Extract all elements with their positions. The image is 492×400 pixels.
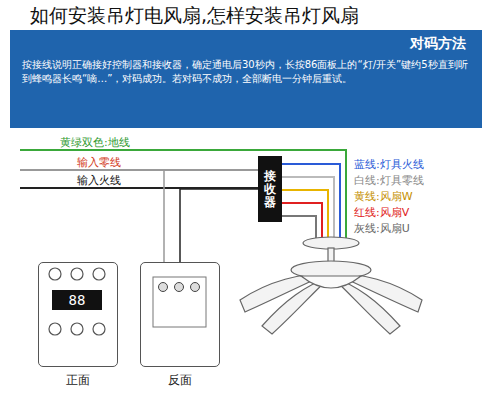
touch-button bbox=[49, 323, 61, 335]
mount-frame bbox=[153, 277, 206, 327]
terminal-screw bbox=[159, 283, 168, 292]
touch-button bbox=[93, 323, 105, 335]
yellow-wire bbox=[282, 190, 328, 238]
wire-label: 蓝线:灯具火线 bbox=[352, 158, 426, 171]
ceiling-fan bbox=[240, 237, 422, 334]
terminal-block bbox=[141, 263, 218, 344]
panel-back: 反面 bbox=[140, 262, 220, 367]
band-heading: 对码方法 bbox=[10, 30, 482, 56]
red-wire bbox=[282, 203, 322, 238]
touch-button bbox=[71, 268, 83, 280]
touch-button bbox=[71, 323, 83, 335]
terminal-screw bbox=[191, 283, 200, 292]
panel-connector bbox=[180, 189, 258, 262]
panel-wire bbox=[163, 170, 165, 262]
white-wire bbox=[282, 177, 334, 238]
band-body: 按接线说明正确接好控制器和接收器，确定通电后30秒内，长按86面板上的“灯/开关… bbox=[10, 56, 482, 92]
touch-button bbox=[49, 268, 61, 280]
wire-label: 红线:风扇V bbox=[352, 206, 411, 219]
panel-front: 88正面 bbox=[38, 262, 118, 367]
earth-wire bbox=[20, 150, 346, 238]
display-digits: 88 bbox=[52, 290, 102, 310]
instruction-band: 对码方法按接线说明正确接好控制器和接收器，确定通电后30秒内，长按86面板上的“… bbox=[10, 30, 482, 128]
wire-label: 输入零线 bbox=[75, 156, 123, 169]
terminal-screw bbox=[175, 283, 184, 292]
page-title: 如何安装吊灯电风扇,怎样安装吊灯风扇 bbox=[28, 3, 361, 27]
wire-label: 输入火线 bbox=[75, 174, 123, 187]
grey-wire bbox=[282, 216, 316, 238]
panel-caption: 反面 bbox=[141, 372, 219, 389]
neutral-wire bbox=[20, 169, 258, 171]
wire-label: 黄线:风扇W bbox=[352, 190, 415, 203]
receiver-box: 接收器 bbox=[258, 156, 282, 222]
blue-wire bbox=[282, 164, 340, 238]
wire-label: 灰线:风扇U bbox=[352, 222, 412, 235]
wire-label: 白线:灯具零线 bbox=[352, 174, 426, 187]
wire-label: 黄绿双色:地线 bbox=[58, 136, 132, 149]
panel-caption: 正面 bbox=[39, 372, 117, 389]
touch-button bbox=[93, 268, 105, 280]
receiver-label: 接收器 bbox=[264, 156, 276, 210]
